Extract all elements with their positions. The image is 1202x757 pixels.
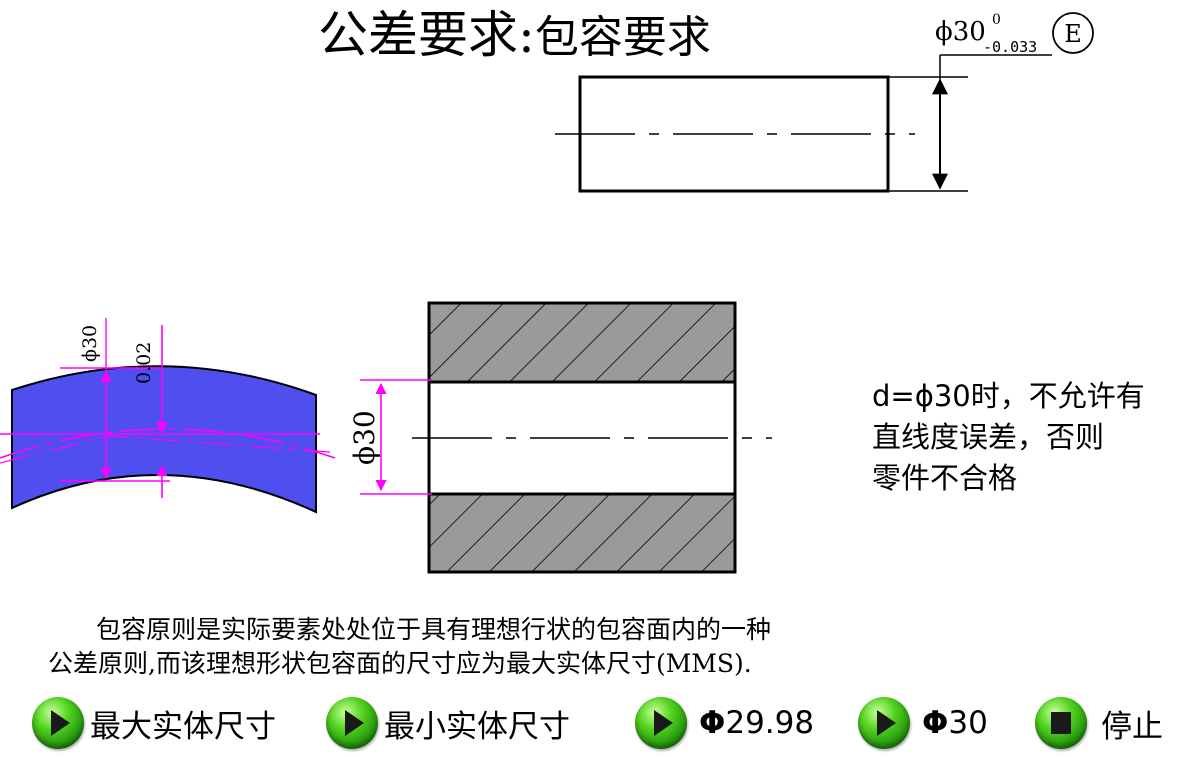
envelope-symbol-circle	[1052, 12, 1094, 54]
button-label: Φ29.98	[699, 705, 814, 741]
paragraph-line-1: 包容原则是实际要素处处位于具有理想行状的包容面内的一种	[96, 615, 772, 644]
definition-paragraph: 包容原则是实际要素处处位于具有理想行状的包容面内的一种 公差原则,而该理想形状包…	[48, 613, 771, 681]
title-sub: 包容要求	[534, 12, 711, 63]
max-material-size-button[interactable]: 最大实体尺寸	[32, 694, 276, 752]
section-drawing: ϕ30	[348, 301, 772, 574]
lower-deviation: -0.033	[983, 38, 1037, 56]
paragraph-line-2: 公差原则,而该理想形状包容面的尺寸应为最大实体尺寸(MMS).	[48, 649, 752, 678]
envelope-symbol: E	[1064, 20, 1082, 48]
phi30-label: ϕ30	[79, 325, 101, 362]
hatched-top-section	[427, 301, 737, 384]
straightness-label: 0.02	[133, 342, 155, 384]
bent-part-body	[11, 365, 317, 514]
button-label: 停止	[1101, 708, 1163, 745]
phi-29-98-button[interactable]: Φ29.98	[635, 694, 814, 752]
min-material-size-button[interactable]: 最小实体尺寸	[326, 694, 570, 752]
section-phi30-label: ϕ30	[348, 410, 381, 465]
note-line-3: 零件不合格	[872, 461, 1018, 495]
play-icon	[32, 697, 84, 749]
button-label: Φ30	[922, 705, 988, 741]
title-main: 公差要求:	[318, 6, 535, 64]
upper-deviation: 0	[992, 12, 1001, 28]
phi-symbol: Φ	[699, 705, 726, 741]
note-line-1: d=ϕ30时，不允许有	[872, 379, 1145, 413]
top-cylinder-drawing: ϕ30 0 -0.033 E	[555, 12, 1094, 193]
dimension-text: ϕ30	[935, 17, 986, 47]
button-value: 29.98	[725, 705, 815, 741]
button-label: 最小实体尺寸	[384, 708, 570, 745]
phi-symbol: Φ	[922, 705, 949, 741]
button-label: 最大实体尺寸	[90, 708, 276, 745]
play-icon	[858, 697, 910, 749]
phi-30-button[interactable]: Φ30	[858, 694, 988, 752]
play-icon	[326, 697, 378, 749]
button-value: 30	[948, 705, 988, 741]
bent-part-drawing: ϕ30 0.02	[0, 318, 336, 514]
page-title: 公差要求:包容要求	[318, 4, 711, 69]
stop-button[interactable]: 停止	[1035, 694, 1163, 752]
hatched-bottom-section	[427, 492, 737, 574]
note-line-2: 直线度误差，否则	[872, 420, 1105, 454]
explanation-note: d=ϕ30时，不允许有 直线度误差，否则 零件不合格	[872, 376, 1192, 499]
play-icon	[635, 697, 687, 749]
stop-icon	[1035, 697, 1087, 749]
